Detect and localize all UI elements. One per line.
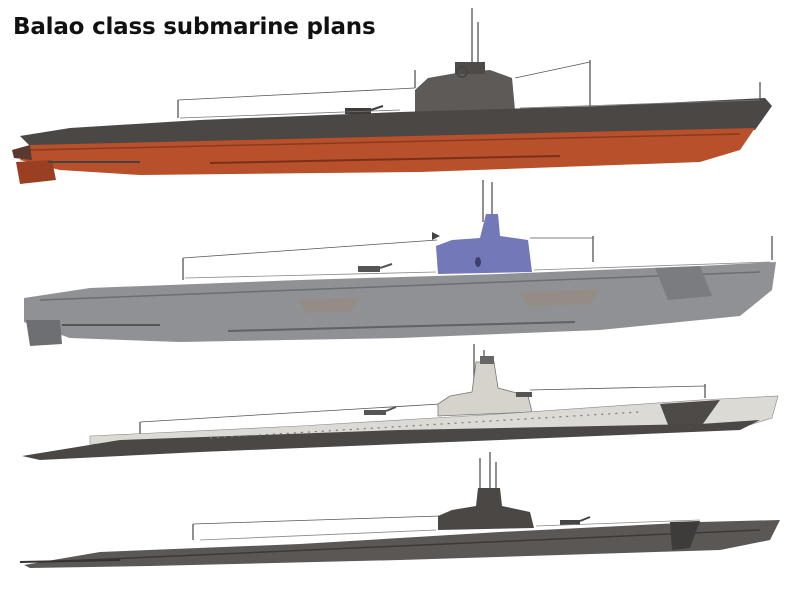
submarine-3 bbox=[22, 344, 779, 460]
submarine-2 bbox=[24, 180, 776, 346]
page-title: Balao class submarine plans bbox=[13, 14, 376, 40]
submarine-4 bbox=[19, 452, 780, 568]
submarine-1 bbox=[12, 8, 772, 184]
